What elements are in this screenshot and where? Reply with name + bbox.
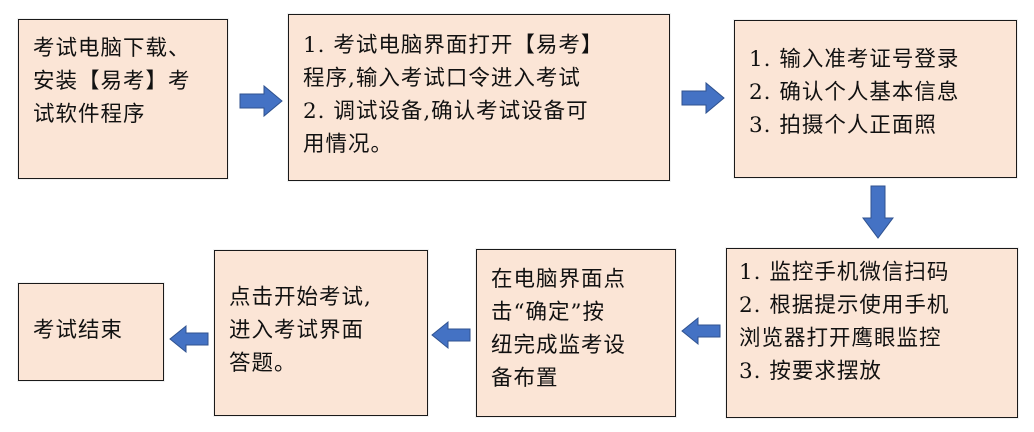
step-text: 考试电脑下载、 <box>33 36 191 61</box>
step-text: 考试结束 <box>33 318 124 343</box>
step-text: 纽完成监考设 <box>491 333 627 358</box>
step-text: 击“确定”按 <box>491 300 605 325</box>
arrow-left-icon <box>431 320 471 350</box>
step-text: 2. 调试设备,确认考试设备可 <box>303 99 589 124</box>
step-text: 用情况。 <box>303 132 394 157</box>
step-text: 答题。 <box>229 351 297 376</box>
step-text: 点击开始考试, <box>229 285 372 310</box>
step-box-open-program: 1. 考试电脑界面打开【易考】 程序,输入考试口令进入考试 2. 调试设备,确认… <box>288 14 670 181</box>
arrow-left-icon <box>681 316 721 346</box>
step-text: 1. 考试电脑界面打开【易考】 <box>303 33 604 58</box>
arrow-down-icon <box>862 185 894 239</box>
step-text: 程序,输入考试口令进入考试 <box>303 66 581 91</box>
step-text: 1. 监控手机微信扫码 <box>739 260 950 285</box>
step-text: 3. 按要求摆放 <box>739 359 882 384</box>
step-text: 3. 拍摄个人正面照 <box>749 113 937 138</box>
arrow-left-icon <box>169 324 209 354</box>
step-box-monitor-phone: 1. 监控手机微信扫码 2. 根据提示使用手机 浏览器打开鹰眼监控 3. 按要求… <box>726 248 1018 418</box>
step-box-start-exam: 点击开始考试, 进入考试界面 答题。 <box>214 250 428 416</box>
arrow-right-icon <box>681 81 725 115</box>
step-text: 进入考试界面 <box>229 318 365 343</box>
step-text: 浏览器打开鹰眼监控 <box>739 326 942 351</box>
step-text: 2. 确认个人基本信息 <box>749 80 960 105</box>
step-box-login: 1. 输入准考证号登录 2. 确认个人基本信息 3. 拍摄个人正面照 <box>734 20 1017 178</box>
step-box-download: 考试电脑下载、 安装【易考】考 试软件程序 <box>18 19 228 179</box>
step-text: 安装【易考】考 <box>33 69 191 94</box>
step-box-end: 考试结束 <box>18 283 164 381</box>
step-text: 1. 输入准考证号登录 <box>749 47 960 72</box>
step-text: 2. 根据提示使用手机 <box>739 293 950 318</box>
step-box-confirm: 在电脑界面点 击“确定”按 纽完成监考设 备布置 <box>476 249 676 417</box>
step-text: 试软件程序 <box>33 102 146 127</box>
step-text: 备布置 <box>491 366 559 391</box>
step-text: 在电脑界面点 <box>491 267 627 292</box>
arrow-right-icon <box>239 84 283 118</box>
